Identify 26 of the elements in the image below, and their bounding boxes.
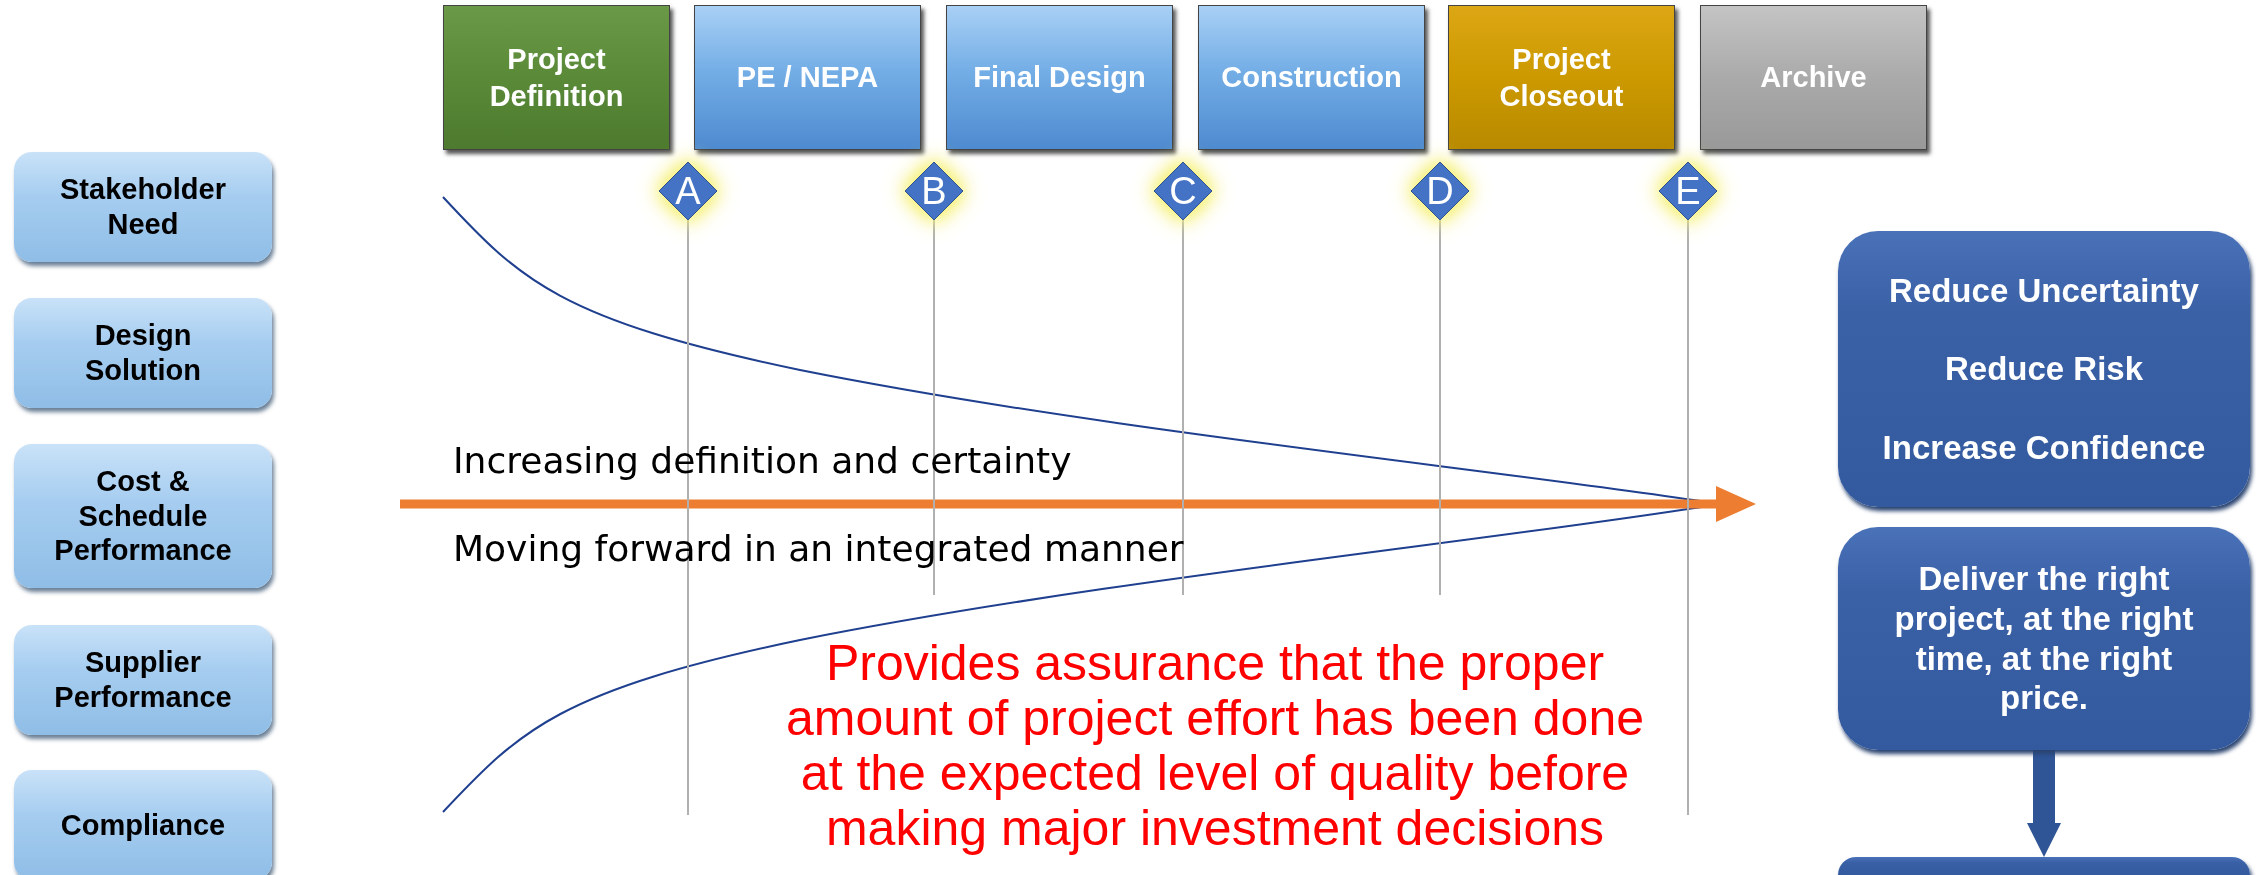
goal-box: Deliver the right project, at the right time, at the right price. (1838, 527, 2250, 750)
goal-text: Reduce Uncertainty (1889, 270, 2199, 311)
category-box: Cost & Schedule Performance (14, 444, 272, 588)
gate-diamond: D (1411, 162, 1469, 220)
goal-box (1838, 231, 2250, 507)
arrow (2027, 750, 2061, 857)
category-box: Compliance (14, 770, 272, 875)
phase-box: PE / NEPA (694, 5, 921, 150)
category-box: Supplier Performance (14, 625, 272, 735)
phase-box: Project Closeout (1448, 5, 1675, 150)
arrow-caption: Moving forward in an integrated manner (453, 528, 1185, 569)
phase-box: Final Design (946, 5, 1173, 150)
phase-box: Construction (1198, 5, 1425, 150)
gate-diamond: A (659, 162, 717, 220)
goal-box (1838, 857, 2250, 875)
note-text: Provides assurance that the proper amount of project effort has been done at the expected level of quality before making major investment decisions (785, 636, 1645, 856)
goal-text: Reduce Risk (1944, 349, 2144, 389)
phase-box: Project Definition (443, 5, 670, 150)
arrow-caption: Increasing definition and certainty (453, 440, 1073, 481)
gate-diamond: B (905, 162, 963, 220)
phase-box: Archive (1700, 5, 1927, 150)
gate-diamond: C (1154, 162, 1212, 220)
category-box: Design Solution (14, 298, 272, 408)
gate-diamond: E (1659, 162, 1717, 220)
category-box: Stakeholder Need (14, 152, 272, 262)
goal-text: Increase Confidence (1882, 427, 2206, 468)
